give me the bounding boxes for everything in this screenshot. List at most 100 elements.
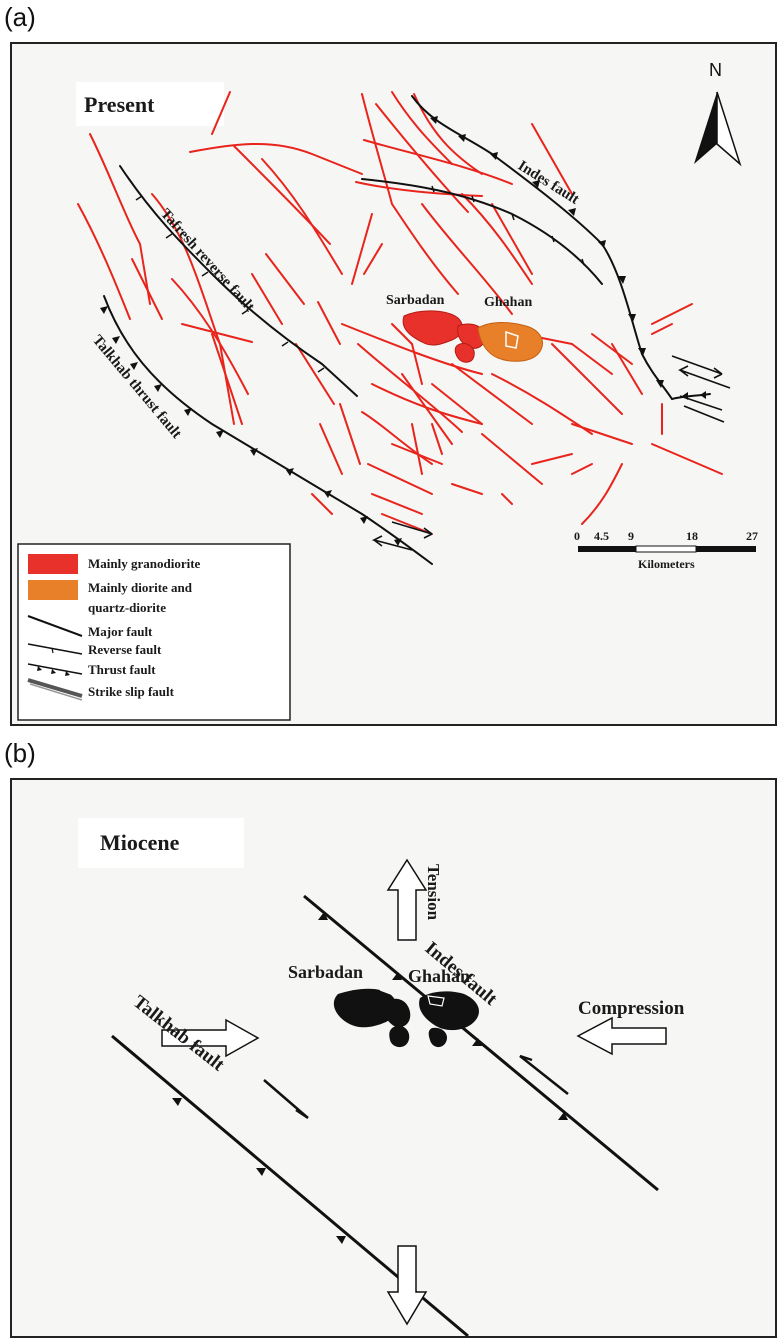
minor-fault [531, 453, 573, 465]
ghahan-label: Ghahan [484, 295, 532, 310]
compression-label: Compression [578, 998, 685, 1019]
minor-fault [363, 139, 513, 185]
miocene-title: Miocene [100, 830, 180, 855]
minor-fault [451, 483, 483, 495]
minor-fault [371, 493, 423, 515]
compression-arrow-left [161, 1018, 260, 1058]
minor-fault [171, 278, 249, 395]
strike-slip-arrows-talkhab [371, 521, 433, 551]
minor-fault [411, 423, 423, 475]
panel-a-svg: Present [17, 60, 758, 721]
minor-fault [319, 423, 343, 475]
minor-fault [491, 203, 533, 275]
minor-fault [375, 103, 469, 213]
sarbadan-label-b: Sarbadan [288, 962, 363, 982]
scale-tick-4.5: 4.5 [594, 529, 609, 543]
talkhab-thrust-teeth [100, 306, 402, 546]
minor-fault [391, 323, 413, 345]
minor-fault [421, 203, 513, 315]
north-arrow-left [694, 92, 717, 164]
legend-reverse-fault-label: Reverse fault [88, 642, 162, 657]
legend-diorite-swatch [28, 580, 78, 600]
tension-arrow-up [386, 858, 428, 941]
minor-fault [401, 373, 453, 445]
minor-fault [251, 273, 283, 325]
ghahan-pluton-b [379, 989, 479, 1048]
legend-thrust-fault-symbol [27, 663, 83, 675]
scale-bar: 0 4.5 9 18 27 Kilometers [574, 529, 758, 571]
minor-fault [151, 193, 235, 425]
talkhab-teeth-b [172, 1098, 412, 1300]
legend-strike-slip-label: Strike slip fault [88, 684, 175, 699]
minor-fault [531, 123, 573, 195]
sarbadan-label: Sarbadan [386, 293, 445, 308]
minor-fault [261, 158, 343, 275]
minor-fault [571, 463, 593, 475]
minor-fault [181, 323, 253, 343]
panel-a-map: Present [10, 42, 777, 726]
map-title: Present [84, 92, 155, 117]
talkhab-fault-line [103, 295, 433, 565]
panel-a-label: (a) [4, 2, 36, 32]
compression-arrow-right [576, 1016, 667, 1056]
tafresh-fault-line [119, 165, 358, 397]
minor-fault [651, 303, 693, 325]
tension-label: Tension [424, 864, 443, 921]
minor-fault [211, 91, 231, 135]
minor-fault [77, 203, 131, 320]
minor-fault [371, 383, 483, 425]
scale-tick-9: 9 [628, 529, 634, 543]
legend-diorite-label-2: quartz-diorite [88, 600, 166, 615]
ghahan-pluton [477, 322, 543, 362]
indes-fault-teeth [430, 116, 706, 400]
minor-fault [131, 258, 163, 320]
legend-strike-slip-symbol [27, 678, 83, 698]
legend-major-fault-label: Major fault [88, 624, 153, 639]
minor-fault [451, 363, 533, 425]
minor-fault [391, 203, 459, 295]
minor-fault [391, 91, 453, 165]
minor-fault [431, 423, 443, 455]
indes-shear-arrow [519, 1054, 569, 1095]
talkhab-shear-arrow [263, 1079, 309, 1120]
minor-fault [361, 411, 433, 465]
legend-major-fault-symbol [27, 615, 83, 637]
minor-fault [501, 493, 513, 505]
minor-fault [233, 145, 331, 245]
sarbadan-pluton-b [333, 988, 411, 1048]
tension-arrow-down [386, 1245, 428, 1326]
minor-faults [77, 91, 723, 535]
minor-fault [367, 463, 433, 495]
indes-fault-tail [671, 393, 711, 400]
north-label: N [709, 60, 722, 80]
scale-unit: Kilometers [638, 557, 695, 571]
minor-fault [411, 343, 423, 385]
minor-fault [311, 493, 333, 515]
tafresh-fault-label: Tafresh reverse fault [157, 206, 257, 315]
minor-fault [591, 333, 633, 365]
minor-fault [571, 423, 633, 445]
minor-fault [551, 343, 623, 415]
scale-tick-0: 0 [574, 529, 580, 543]
minor-fault [351, 213, 373, 285]
tafresh-reverse-ticks [135, 195, 325, 373]
ghahan-label-b: Ghahan [408, 966, 470, 986]
minor-fault [571, 343, 613, 375]
sarbadan-pluton [402, 310, 486, 363]
minor-fault [651, 323, 673, 335]
minor-fault [355, 181, 483, 197]
indes-fault-b [303, 894, 659, 1192]
strike-slip-arrows-indes [671, 355, 731, 423]
minor-fault [431, 383, 483, 425]
minor-fault [89, 133, 151, 305]
title-box-b [78, 818, 244, 868]
title-box [76, 82, 224, 126]
minor-fault [481, 433, 543, 485]
legend-reverse-fault-symbol [27, 643, 83, 655]
panel-b-label: (b) [4, 738, 36, 768]
minor-fault [317, 301, 341, 345]
panel-b-svg: Miocene Tension Indes fault Talkhab [78, 818, 685, 1338]
north-arrow-right [716, 91, 742, 167]
minor-fault [651, 443, 723, 475]
minor-fault [611, 343, 643, 395]
